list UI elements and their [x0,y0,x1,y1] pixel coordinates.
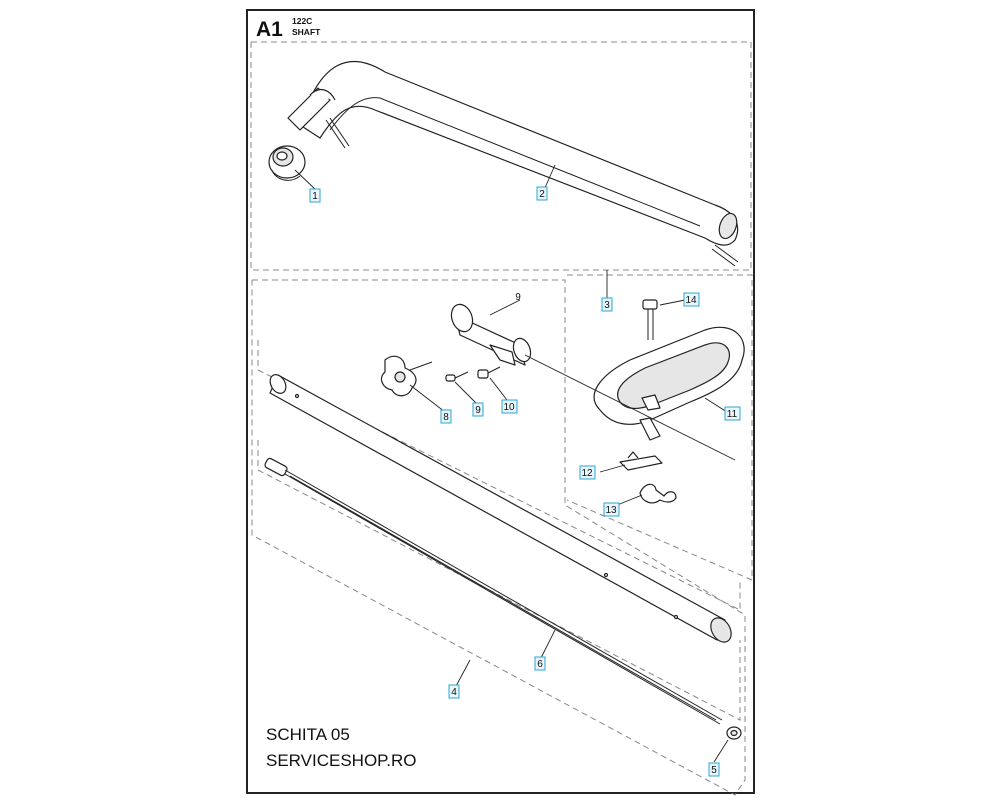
upper-shaft-group-outline [250,41,752,271]
svg-text:9: 9 [475,405,481,416]
driveshaft-group-outline [257,440,741,721]
diagram-section: SHAFT [292,27,321,37]
callout-2[interactable]: 2 [536,186,548,201]
handle-group-outline [566,274,753,581]
footer-site-label: SERVICESHOP.RO [266,751,417,770]
bracket-part [619,451,663,471]
loop-handle-part [593,326,745,441]
callouts: 1 2 3 9 14 8 9 10 11 [309,186,741,777]
svg-text:13: 13 [605,505,617,516]
svg-text:9: 9 [515,292,521,303]
svg-text:3: 3 [604,300,610,311]
lower-shaft-group-outline [251,279,746,796]
drive-shaft-part [264,457,723,725]
screws-part [445,366,501,382]
callout-12[interactable]: 14 [683,292,700,307]
svg-text:8: 8 [443,412,449,423]
diagram-model: 122C [292,16,312,26]
end-nut-part [726,726,742,740]
clamp-nut-part [268,145,306,181]
wing-nut-part [639,483,677,504]
svg-text:5: 5 [711,765,717,776]
knob-part [380,355,433,397]
shaft-tube-part [269,374,732,643]
callout-6[interactable]: 6 [534,656,546,671]
svg-text:1: 1 [312,191,318,202]
callout-4[interactable]: 4 [448,684,460,699]
upper-shaft-part [287,60,739,267]
diagram-code: A1 [256,18,283,41]
svg-text:12: 12 [581,468,593,479]
callout-9-plain[interactable]: 9 [515,292,521,303]
svg-text:14: 14 [685,295,697,306]
svg-text:10: 10 [503,402,515,413]
callout-11[interactable]: 11 [724,406,741,421]
svg-text:6: 6 [537,659,543,670]
callout-9-boxed[interactable]: 9 [472,402,484,417]
footer-sketch-label: SCHITA 05 [266,725,350,744]
callout-13[interactable]: 12 [579,465,596,480]
svg-text:4: 4 [451,687,457,698]
callout-10[interactable]: 10 [501,399,518,414]
callout-5[interactable]: 5 [708,762,720,777]
callout-3[interactable]: 1 [309,188,321,203]
bolt-part [642,299,658,340]
svg-text:11: 11 [727,409,738,420]
callout-8[interactable]: 8 [440,409,452,424]
group-outlines [250,41,753,796]
callout-1[interactable]: 3 [601,297,613,312]
svg-text:2: 2 [539,189,545,200]
tube-group-outline [257,340,741,611]
tube-holder-part [450,303,532,366]
callout-14[interactable]: 13 [603,502,620,517]
